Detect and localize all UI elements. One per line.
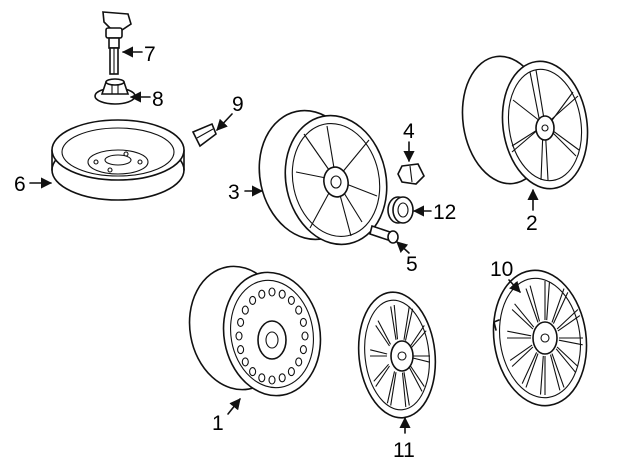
cover-spoke [373,363,390,387]
callout-6: 6 [14,173,26,196]
leader-10 [508,279,521,293]
part-7-valve-tool [102,11,132,75]
cover-spoke [521,352,539,388]
cover-spoke [507,330,532,339]
callout-1: 1 [212,412,224,435]
callout-10: 10 [490,258,513,281]
cover-spoke [401,372,410,408]
vent-hole [237,345,245,355]
callout-9: 9 [232,93,244,116]
cover-spoke [556,309,581,332]
cover-spoke [544,281,551,321]
cover-spoke [511,303,535,330]
vent-hole [299,317,307,327]
vent-hole [241,305,249,315]
part-9-clip [191,122,217,148]
part-10-wheel-cover [492,269,588,407]
callout-7: 7 [144,43,156,66]
vent-hole [258,373,266,383]
part-6-spare-wheel [51,119,185,201]
part-1-steel-wheel [188,265,322,397]
cover-spoke [386,371,397,406]
vent-hole [249,295,257,305]
vent-hole [295,357,303,367]
cover-spoke [555,346,579,373]
part-12-center-cap [387,196,414,224]
cover-spoke [390,304,399,340]
vent-hole [278,373,286,383]
vent-hole [258,289,266,299]
cover-spoke [412,355,430,363]
cover-spoke [525,285,541,323]
vent-hole [278,289,286,299]
cover-spoke [509,344,534,367]
leader-9 [216,113,233,131]
part-8-hold-down-nut [94,78,136,105]
vent-hole [287,367,295,377]
vent-hole [237,317,245,327]
cover-spoke [403,306,414,341]
cover-spoke [409,365,425,392]
vent-hole [299,345,307,355]
cover-spoke [375,320,391,347]
part-3-alloy-wheel [258,109,388,246]
callout-11: 11 [393,439,415,462]
callout-3: 3 [228,181,240,204]
callout-5: 5 [406,253,418,276]
vent-hole [268,287,276,297]
cover-spoke [539,355,546,395]
vent-hole [287,295,295,305]
part-5-valve-stem [369,224,399,244]
vent-hole [241,357,249,367]
vent-hole [295,305,303,315]
leader-1 [227,398,241,415]
vent-hole [268,375,276,385]
callout-12: 12 [433,201,456,224]
cover-spoke [558,337,583,346]
part-11-wheel-cover [357,291,437,419]
cover-spoke [551,288,569,324]
cover-spoke [370,349,388,357]
leader-5 [396,241,410,254]
vent-hole [235,331,243,341]
callout-8: 8 [152,88,164,111]
leader-lines [29,46,539,434]
part-2-alloy-wheel [461,55,589,190]
cover-spoke [549,353,565,391]
callout-2: 2 [526,212,538,235]
vent-hole [301,331,309,341]
part-4-lug-nut [397,163,425,185]
callout-4: 4 [403,120,415,143]
vent-hole [249,367,257,377]
cover-spoke [410,325,427,349]
